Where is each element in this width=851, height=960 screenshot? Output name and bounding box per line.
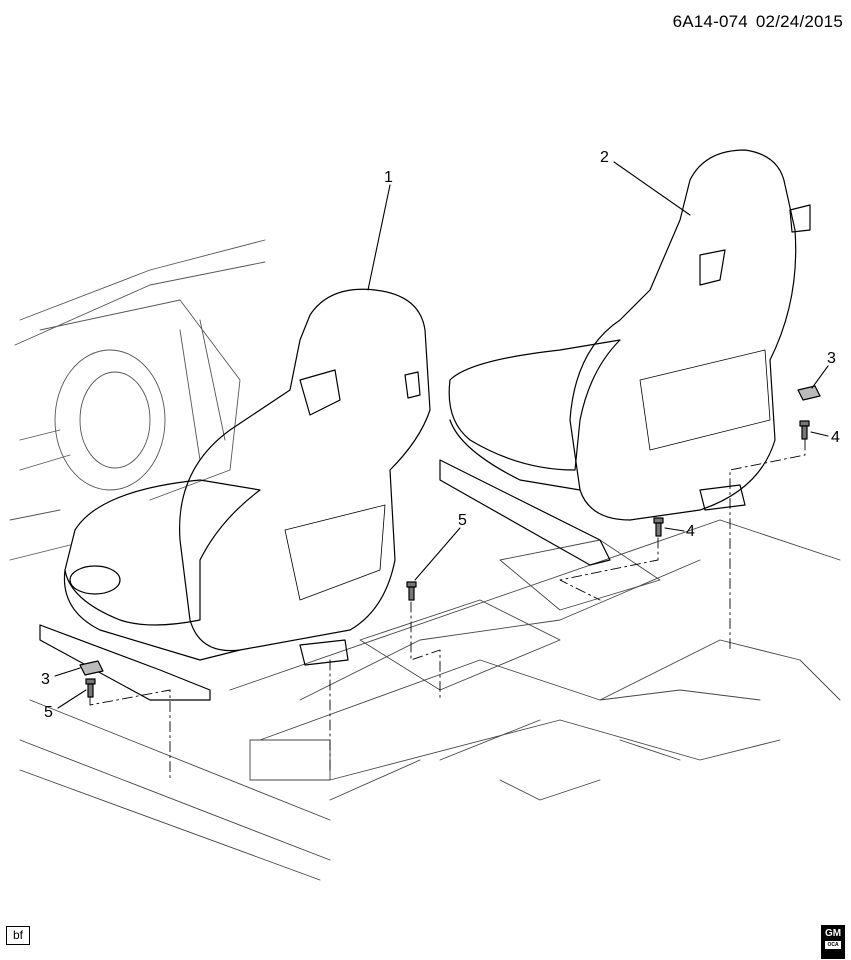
small-parts bbox=[79, 385, 821, 698]
callout-4-right-front: 4 bbox=[686, 523, 695, 540]
diagram-header: 6A14-074 02/24/2015 bbox=[665, 12, 843, 32]
bolt-icon-right-rear bbox=[799, 420, 810, 440]
gm-logo: GM OCA bbox=[821, 925, 845, 959]
dashboard-drawing bbox=[9, 239, 266, 561]
bolt-icon-left bbox=[85, 678, 96, 698]
seat-left-drawing bbox=[39, 288, 431, 701]
leader-lines bbox=[54, 161, 829, 709]
callout-5-left: 5 bbox=[44, 704, 53, 721]
diagram-date: 02/24/2015 bbox=[755, 12, 843, 31]
cover-icon-left bbox=[79, 660, 104, 676]
callout-5-center: 5 bbox=[458, 512, 467, 529]
gm-logo-sub: OCA bbox=[825, 941, 841, 949]
bolt-icon-center bbox=[406, 581, 417, 601]
gm-logo-text: GM bbox=[824, 928, 842, 939]
callout-3-right: 3 bbox=[827, 350, 836, 367]
callout-3-left: 3 bbox=[41, 671, 50, 688]
callout-1: 1 bbox=[384, 169, 393, 186]
bolt-icon-right-front bbox=[653, 517, 664, 537]
install-lines bbox=[89, 439, 806, 781]
cover-icon-right bbox=[797, 385, 821, 401]
diagram-id: 6A14-074 bbox=[672, 12, 748, 31]
floor-pan-drawing bbox=[19, 519, 841, 881]
seat-right-drawing bbox=[439, 149, 811, 566]
callout-2: 2 bbox=[600, 149, 609, 166]
footer-tag: bf bbox=[6, 926, 30, 945]
callout-4-right-rear: 4 bbox=[831, 429, 840, 446]
